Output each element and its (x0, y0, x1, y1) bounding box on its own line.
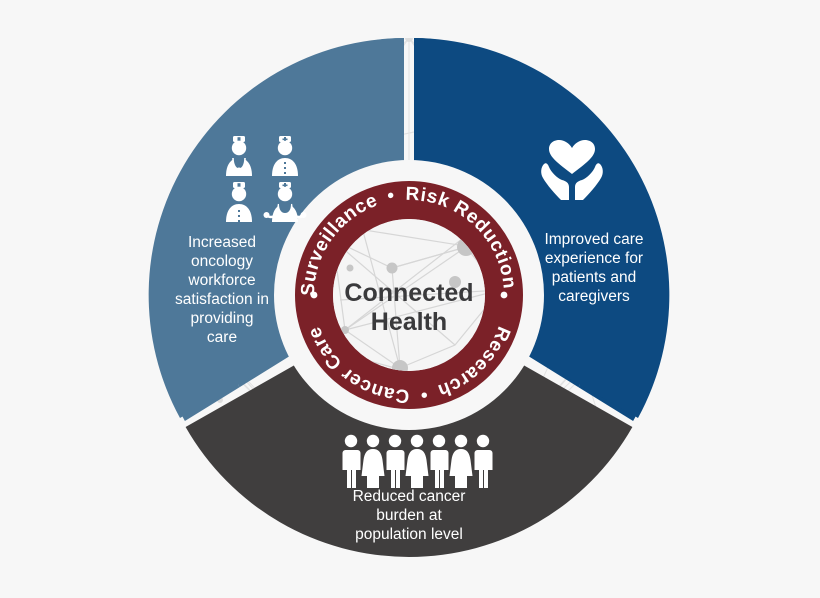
ring-bullet-2: • (419, 383, 429, 405)
patient-line-3: patients and (552, 269, 636, 286)
workforce-line-1: Increased (188, 234, 256, 251)
workforce-line-6: care (207, 329, 237, 346)
segment-population-text: Reduced cancer burden at population leve… (353, 488, 466, 543)
workforce-line-5: providing (191, 310, 254, 327)
people-group-icon (342, 434, 493, 488)
workforce-line-4: satisfaction in (175, 291, 269, 308)
population-line-2: burden at (376, 507, 442, 524)
ring-bullet-1: • (386, 185, 397, 207)
center-title-line1: Connected (344, 279, 473, 307)
wedge-patient[interactable] (414, 38, 670, 418)
center-title-line2: Health (371, 308, 447, 336)
population-line-1: Reduced cancer (353, 488, 466, 505)
population-line-3: population level (355, 526, 463, 543)
ring-bullet-right (500, 291, 508, 299)
segment-patient-text: Improved care experience for patients an… (544, 231, 643, 305)
medical-staff-icon (226, 136, 307, 222)
patient-line-2: experience for (545, 250, 643, 267)
center-disc (333, 219, 485, 371)
ring-bullet-left (310, 291, 318, 299)
heart-in-hands-icon (541, 140, 603, 200)
segment-workforce-text: Increased oncology workforce satisfactio… (175, 234, 269, 346)
wedge-workforce[interactable] (148, 38, 404, 418)
patient-line-1: Improved care (544, 231, 643, 248)
inner-gap-ring (274, 160, 544, 430)
workforce-line-2: oncology (191, 253, 253, 270)
patient-line-4: caregivers (558, 288, 630, 305)
workforce-line-3: workforce (187, 272, 255, 289)
